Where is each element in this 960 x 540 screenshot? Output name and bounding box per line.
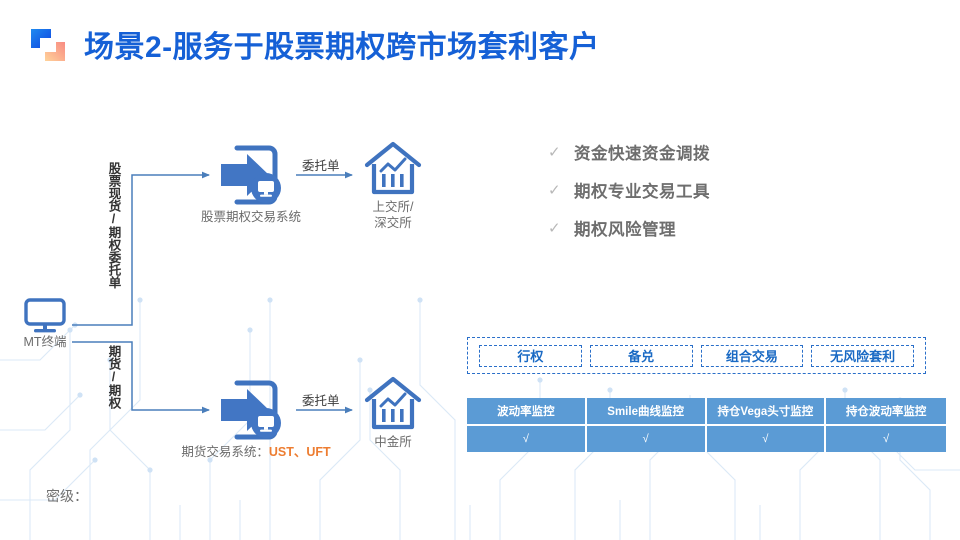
cell-volatility: √ — [467, 426, 587, 452]
exchange-house-icon — [364, 141, 422, 195]
table-header-row: 波动率监控 Smile曲线监控 持仓Vega头寸监控 持仓波动率监控 — [467, 398, 946, 426]
slide-header: 场景2-服务于股票期权跨市场套利客户 — [0, 16, 960, 72]
secrecy-level-label: 密级： — [46, 490, 88, 505]
monitor-icon — [24, 298, 66, 333]
bullet-label: 资金快速资金调拨 — [574, 145, 710, 163]
check-icon: ✓ — [548, 181, 561, 199]
bullet-label: 期权专业交易工具 — [574, 183, 710, 201]
node-label-futures-exchange-1: 中金所 — [374, 435, 412, 449]
column-header-smile-curve: Smile曲线监控 — [586, 398, 707, 426]
trading-system-icon — [221, 380, 281, 440]
node-label-futures-trading-system: 期货交易系统：UST、UFT — [171, 445, 341, 461]
wire-label-futures-order: 委托单 — [302, 394, 340, 408]
brand-logo-icon — [31, 29, 65, 61]
wire-vlabel-futures: 期货/期权 — [106, 345, 121, 409]
column-header-volatility: 波动率监控 — [467, 398, 587, 426]
trading-system-icon — [221, 145, 281, 205]
check-icon: ✓ — [548, 219, 561, 237]
feature-bullet-list: ✓ 资金快速资金调拨 ✓ 期权专业交易工具 ✓ 期权风险管理 — [548, 140, 878, 254]
column-header-vega-position: 持仓Vega头寸监控 — [706, 398, 827, 426]
node-mt-terminal[interactable]: MT终端 — [22, 297, 68, 349]
list-item: ✓ 期权专业交易工具 — [548, 178, 878, 202]
cell-smile-curve: √ — [586, 426, 707, 452]
futures-system-products: UST、UFT — [268, 445, 331, 459]
list-item: ✓ 期权风险管理 — [548, 216, 878, 240]
futures-system-prefix: 期货交易系统： — [181, 445, 269, 459]
tag-combination-trading[interactable]: 组合交易 — [700, 344, 804, 367]
node-label-equity-exchange-2: 深交所 — [374, 216, 412, 230]
architecture-diagram: MT终端 股票现货/期权委托单 期货/期权 股票期权交易系统 委托单 — [0, 120, 470, 490]
check-icon: ✓ — [548, 143, 561, 161]
node-futures-exchange[interactable]: 中金所 — [364, 375, 422, 449]
monitoring-table-wrapper: 波动率监控 Smile曲线监控 持仓Vega头寸监控 持仓波动率监控 √ √ √… — [467, 398, 946, 452]
node-label-equity-exchange-1: 上交所/ — [372, 200, 414, 214]
list-item: ✓ 资金快速资金调拨 — [548, 140, 878, 164]
cell-position-volatility: √ — [826, 426, 946, 452]
monitoring-table: 波动率监控 Smile曲线监控 持仓Vega头寸监控 持仓波动率监控 √ √ √… — [467, 398, 946, 452]
cell-vega-position: √ — [706, 426, 827, 452]
tag-covered-call[interactable]: 备兑 — [589, 344, 693, 367]
exchange-house-icon — [364, 376, 422, 430]
tag-riskfree-arbitrage[interactable]: 无风险套利 — [811, 344, 914, 367]
node-label-mt-terminal: MT终端 — [23, 335, 67, 349]
wire-label-equity-order: 委托单 — [302, 159, 340, 173]
tag-exercise[interactable]: 行权 — [479, 344, 582, 367]
page-title: 场景2-服务于股票期权跨市场套利客户 — [84, 31, 600, 64]
node-equity-exchange[interactable]: 上交所/ 深交所 — [364, 140, 422, 230]
column-header-position-volatility: 持仓波动率监控 — [826, 398, 946, 426]
bullet-label: 期权风险管理 — [574, 221, 676, 239]
wire-vlabel-equity: 股票现货/期权委托单 — [106, 162, 121, 289]
table-row: √ √ √ √ — [467, 426, 946, 452]
node-futures-trading-system[interactable]: 期货交易系统：UST、UFT — [181, 377, 331, 459]
node-label-equity-trading-system: 股票期权交易系统 — [200, 210, 301, 224]
node-equity-trading-system[interactable]: 股票期权交易系统 — [201, 142, 301, 224]
connector-wires — [72, 171, 353, 414]
capability-tag-group: 行权 备兑 组合交易 无风险套利 — [467, 337, 926, 374]
